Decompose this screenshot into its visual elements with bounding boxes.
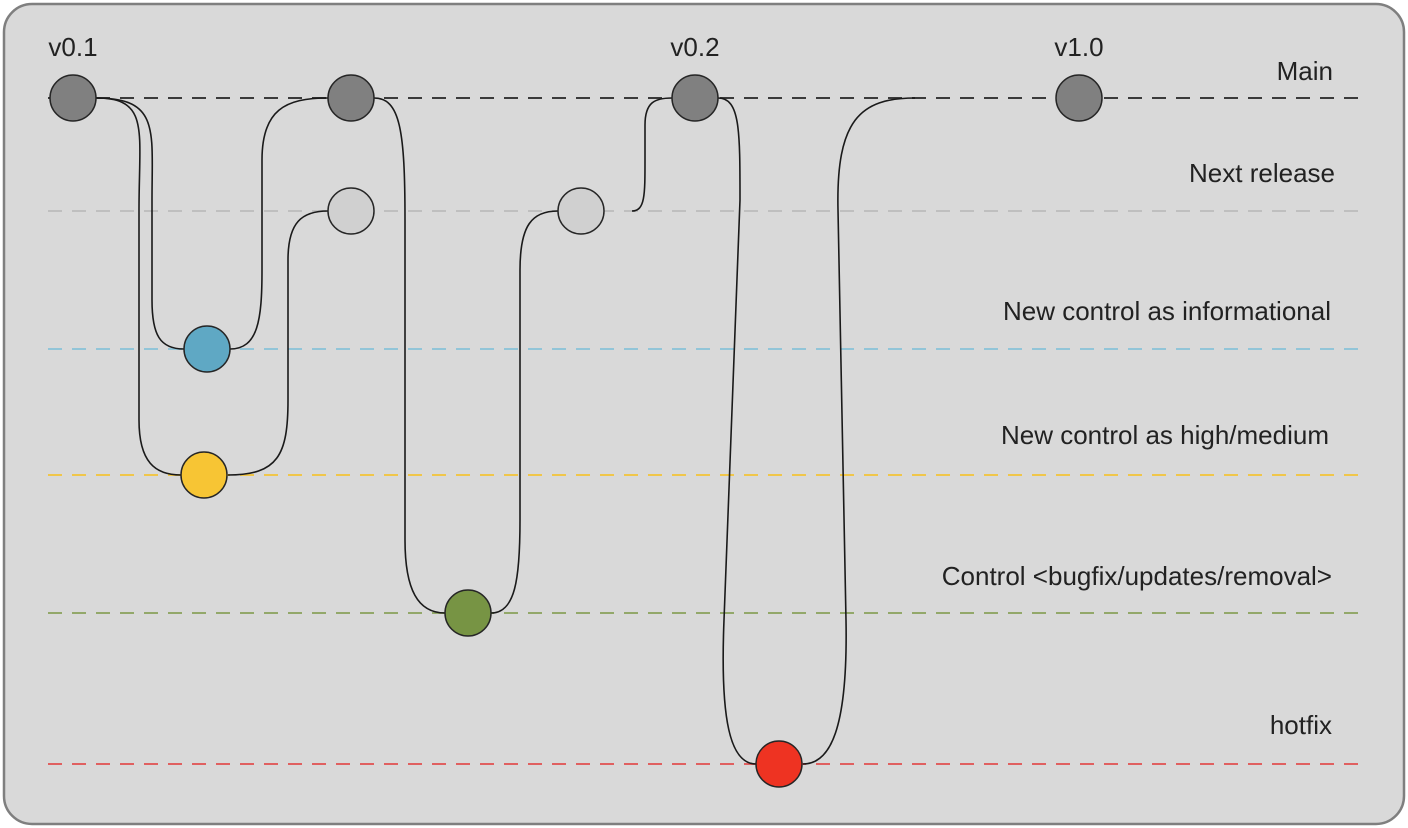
connector-main-to-bugfix (373, 97, 446, 614)
commit-next-release-1 (327, 187, 375, 235)
commit-nodes (49, 74, 1103, 788)
connector-high-medium-to-next-release (227, 210, 329, 476)
lane-labels: Main Next release New control as informa… (942, 56, 1335, 740)
commit-informational (183, 325, 231, 373)
lane-label-high-medium: New control as high/medium (1001, 420, 1329, 450)
connector-v01-to-high-medium (95, 97, 182, 476)
lane-label-bugfix: Control <bugfix/updates/removal> (942, 561, 1332, 591)
connector-informational-to-main (229, 97, 329, 350)
lane-label-main: Main (1277, 56, 1333, 86)
commit-next-release-2 (557, 187, 605, 235)
commit-hotfix (755, 740, 803, 788)
lane-label-hotfix: hotfix (1270, 710, 1332, 740)
commit-main-v1-0 (1055, 74, 1103, 122)
connector-bugfix-to-next-release (490, 210, 559, 614)
connector-hotfix-to-main (802, 97, 916, 765)
lane-label-next-release: Next release (1189, 158, 1335, 188)
branch-connectors (95, 97, 916, 765)
tag-label-v0-1: v0.1 (48, 32, 97, 62)
commit-bugfix (444, 589, 492, 637)
lane-label-informational: New control as informational (1003, 296, 1331, 326)
tag-label-v1-0: v1.0 (1054, 32, 1103, 62)
commit-main-v0-1 (49, 74, 97, 122)
connector-main-to-hotfix (717, 97, 757, 765)
commit-main-v0-2 (671, 74, 719, 122)
connector-v01-to-informational (95, 97, 185, 350)
commit-main-2 (327, 74, 375, 122)
tag-label-v0-2: v0.2 (670, 32, 719, 62)
tag-labels: v0.1 v0.2 v1.0 (48, 32, 1103, 62)
connector-next-release-to-main (631, 97, 673, 212)
commit-high-medium (180, 451, 228, 499)
